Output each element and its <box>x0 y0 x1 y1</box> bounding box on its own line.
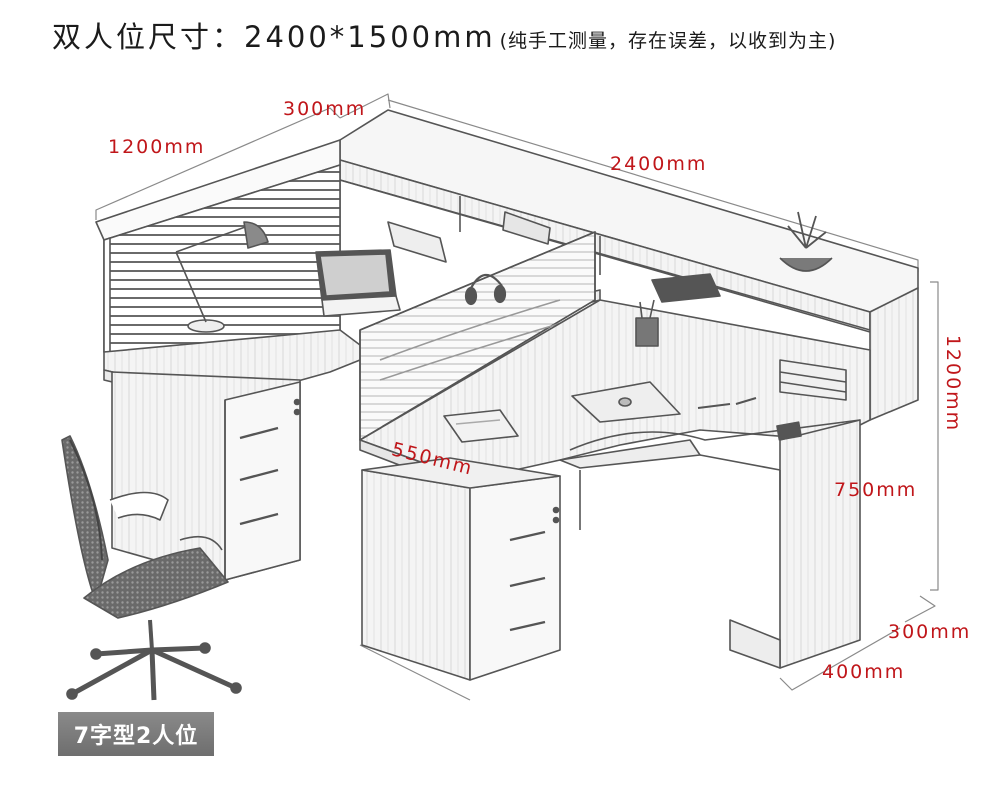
plant-icon <box>779 211 833 272</box>
laptop-closed-icon <box>571 381 681 423</box>
book-boxes <box>387 211 847 401</box>
headphones-icon <box>464 273 507 306</box>
left-panel <box>95 139 341 353</box>
title-main: 双人位尺寸：2400*1500mm <box>52 20 496 54</box>
dimension-panel-depth: 300mm <box>283 98 367 120</box>
page-title: 双人位尺寸：2400*1500mm (纯手工测量，存在误差，以收到为主) <box>52 14 836 58</box>
right-support <box>579 419 861 669</box>
tablet-icon <box>651 273 721 303</box>
notebook-icon <box>443 409 519 443</box>
middle-screen <box>359 231 596 441</box>
laptop-icon <box>315 249 401 317</box>
dimension-cabinet-depth: 300mm <box>888 621 972 643</box>
pen-holder-icon <box>635 299 659 347</box>
office-chair-icon <box>61 435 242 701</box>
desk-lamp-icon <box>175 221 269 333</box>
phone-icon <box>776 421 802 441</box>
pens-icon <box>697 397 757 409</box>
left-cabinet <box>111 371 301 581</box>
front-cabinet <box>361 457 561 681</box>
dimension-height: 1200mm <box>942 334 965 433</box>
dimension-desk-height: 750mm <box>834 479 918 501</box>
dimension-total-length: 2400mm <box>610 153 708 175</box>
model-badge: 7字型2人位 <box>58 712 214 756</box>
dimension-lines <box>95 93 939 701</box>
dimension-side-width: 1200mm <box>108 136 206 158</box>
title-note: (纯手工测量，存在误差，以收到为主) <box>499 30 837 52</box>
dimension-cabinet-width: 400mm <box>822 661 906 683</box>
